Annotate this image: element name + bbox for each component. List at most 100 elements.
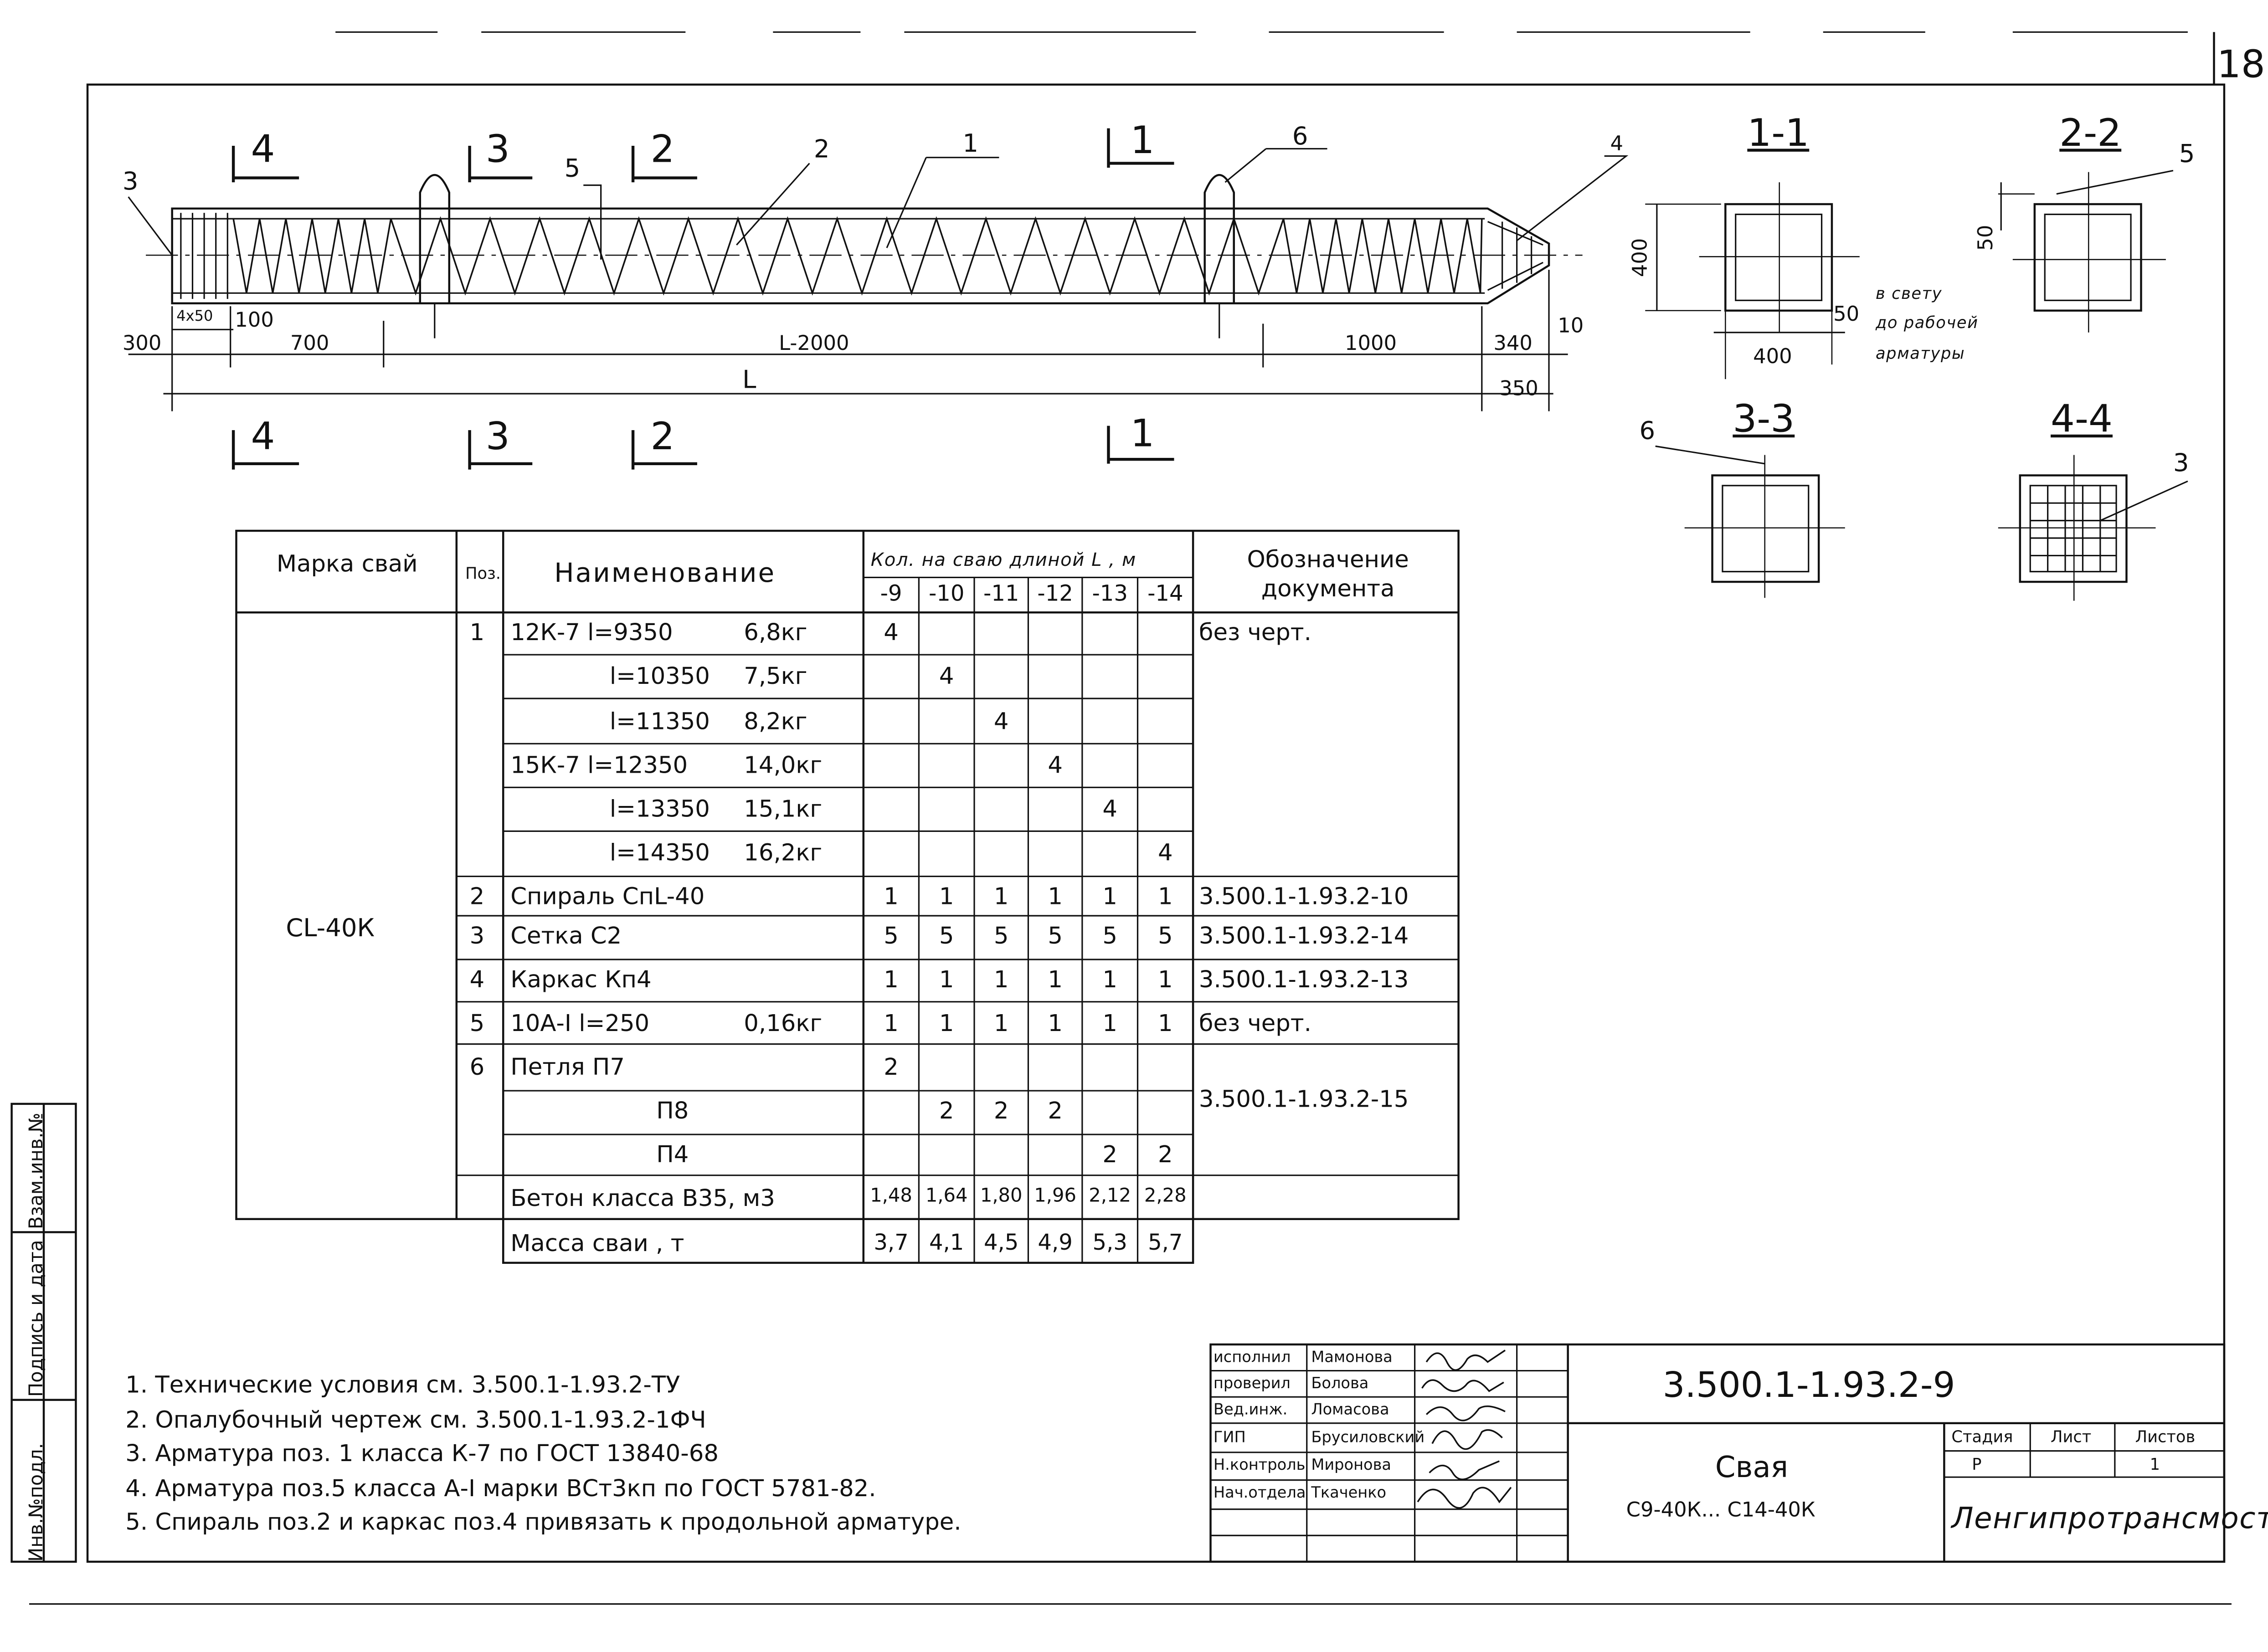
- cut-label-2-top: 2: [650, 128, 675, 172]
- spec-row-doc: 3.500.1-1.93.2-15: [1198, 1085, 1409, 1113]
- spec-table-grid: [235, 529, 1460, 1264]
- spec-row-qty: 4: [1102, 795, 1117, 823]
- dim-100: 100: [235, 309, 274, 333]
- spec-row-qty: 4: [1048, 751, 1063, 779]
- spec-row-doc: без черт.: [1198, 1009, 1311, 1037]
- section-1-1-note-1: в свету: [1875, 284, 1943, 303]
- sheet-number: 18: [2217, 44, 2265, 88]
- cut-label-4-top: 4: [251, 128, 275, 172]
- spec-row-qty: 5: [1157, 921, 1173, 949]
- dim-1000: 1000: [1344, 332, 1397, 356]
- sheets-label: Листов: [2135, 1427, 2196, 1447]
- signature-role: проверил: [1213, 1375, 1291, 1393]
- spec-row-qty: 5: [993, 921, 1009, 949]
- section-1-1-dim-height: 400: [1629, 238, 1653, 277]
- signature-name: Болова: [1311, 1375, 1369, 1393]
- dim-4x50: 4х50: [176, 309, 213, 325]
- spec-row-doc: 3.500.1-1.93.2-13: [1198, 965, 1409, 993]
- spec-row-mass: 8,2кг: [744, 707, 807, 735]
- spec-row-qty: 2: [1157, 1140, 1173, 1168]
- section-4-4-title: 4-4: [2051, 398, 2113, 442]
- signature-role: ГИП: [1213, 1429, 1246, 1447]
- stage-label: Стадия: [1951, 1427, 2013, 1447]
- spec-header-qty: Кол. на сваю длиной L , м: [870, 548, 1137, 570]
- spec-row-qty: 2: [993, 1096, 1009, 1124]
- spec-row-qty: 4: [939, 662, 954, 690]
- spec-row-qty: 1,48: [870, 1185, 912, 1208]
- spec-row-name: l=10350: [609, 662, 710, 690]
- spec-row-qty: 2,12: [1089, 1185, 1131, 1208]
- lifting-loop-left: [419, 174, 451, 303]
- mesh-zone: [180, 213, 228, 299]
- item-mark-2: 2: [813, 135, 830, 165]
- spec-row-qty: 1: [884, 882, 899, 910]
- cut-label-2-bottom: 2: [650, 416, 675, 460]
- sheet-label: Лист: [2051, 1427, 2092, 1447]
- spec-row-doc: 3.500.1-1.93.2-10: [1198, 882, 1409, 910]
- item-mark-5: 5: [564, 154, 581, 184]
- section-3-3-mark: 6: [1639, 417, 1656, 446]
- signature-role: Н.контроль: [1213, 1457, 1306, 1474]
- spec-pile-mark: СL-40К: [286, 914, 375, 944]
- item-mark-6: 6: [1292, 122, 1308, 152]
- spec-row-mass: 14,0кг: [744, 751, 823, 779]
- organization: Ленгипротрансмост: [1951, 1500, 2268, 1536]
- head-cage: [1487, 221, 1543, 291]
- section-1-1: [1645, 182, 1860, 380]
- dim-300: 300: [122, 332, 162, 356]
- spec-row-qty: 1: [993, 965, 1009, 993]
- section-3-3-title: 3-3: [1733, 398, 1795, 442]
- spec-row-name: П8: [656, 1096, 689, 1124]
- spec-row-mass: 15,1кг: [744, 795, 823, 823]
- section-2-2-title: 2-2: [2059, 112, 2122, 156]
- section-1-1-dim-width: 400: [1753, 345, 1792, 369]
- spec-row-name: Спираль СпL-40: [510, 882, 705, 910]
- spec-row-pos: 3: [469, 921, 485, 949]
- note-line: 3. Арматура поз. 1 класса К-7 по ГОСТ 13…: [125, 1439, 719, 1467]
- pile-elevation: [146, 174, 1583, 339]
- spec-row-mass: 0,16кг: [744, 1009, 823, 1037]
- spec-row-mass: 6,8кг: [744, 618, 807, 646]
- spec-row-mass: 16,2кг: [744, 838, 823, 867]
- spec-row-name: 12К-7 l=9350: [510, 618, 673, 646]
- cut-label-3-top: 3: [485, 128, 510, 172]
- dim-700: 700: [290, 332, 329, 356]
- spec-header-doc: Обозначение документа: [1247, 545, 1409, 602]
- dim-350: 350: [1499, 377, 1538, 401]
- signature-name: Ткаченко: [1311, 1484, 1387, 1502]
- dim-340: 340: [1493, 332, 1533, 356]
- side-stamp-vzam-inv: Взам.инв.№: [26, 1113, 48, 1230]
- spec-row-qty: 1: [884, 1009, 899, 1037]
- item-mark-1: 1: [962, 129, 979, 159]
- spec-row-qty: 1: [1048, 882, 1063, 910]
- spec-header-pos: Поз.: [465, 564, 501, 584]
- signature-name: Ломасова: [1311, 1401, 1389, 1419]
- spec-row-pos: 2: [469, 882, 485, 910]
- dimension-lines: [128, 270, 1568, 411]
- section-2-2-dim: 50: [1975, 225, 1998, 251]
- spec-row-name: Сетка С2: [510, 921, 622, 949]
- spec-row-name: Петля П7: [510, 1052, 625, 1081]
- spec-row-qty: 1,64: [925, 1185, 968, 1208]
- spec-row-mass: 7,5кг: [744, 662, 807, 690]
- spec-row-name: l=11350: [609, 707, 710, 735]
- section-1-1-dim-cover: 50: [1833, 303, 1860, 327]
- spec-mass-qty: 3,7: [874, 1229, 909, 1256]
- spec-row-qty: 1: [939, 965, 954, 993]
- spec-row-qty: 1: [1102, 882, 1117, 910]
- note-line: 5. Спираль поз.2 и каркас поз.4 привязат…: [125, 1508, 962, 1536]
- spec-row-name: П4: [656, 1140, 689, 1168]
- spec-row-qty: 2: [939, 1096, 954, 1124]
- spec-row-qty: 5: [884, 921, 899, 949]
- signature-role: Вед.инж.: [1213, 1401, 1288, 1419]
- item-mark-3: 3: [122, 168, 139, 197]
- leader-lines: [128, 148, 1629, 260]
- side-stamp-inv-podl: Инв.№подл.: [26, 1443, 48, 1562]
- spec-row-qty: 2: [1048, 1096, 1063, 1124]
- spec-row-pos: 1: [469, 618, 485, 646]
- spec-length-header: -13: [1092, 580, 1128, 607]
- spec-row-qty: 4: [884, 618, 899, 646]
- spec-mass-qty: 4,5: [984, 1229, 1019, 1256]
